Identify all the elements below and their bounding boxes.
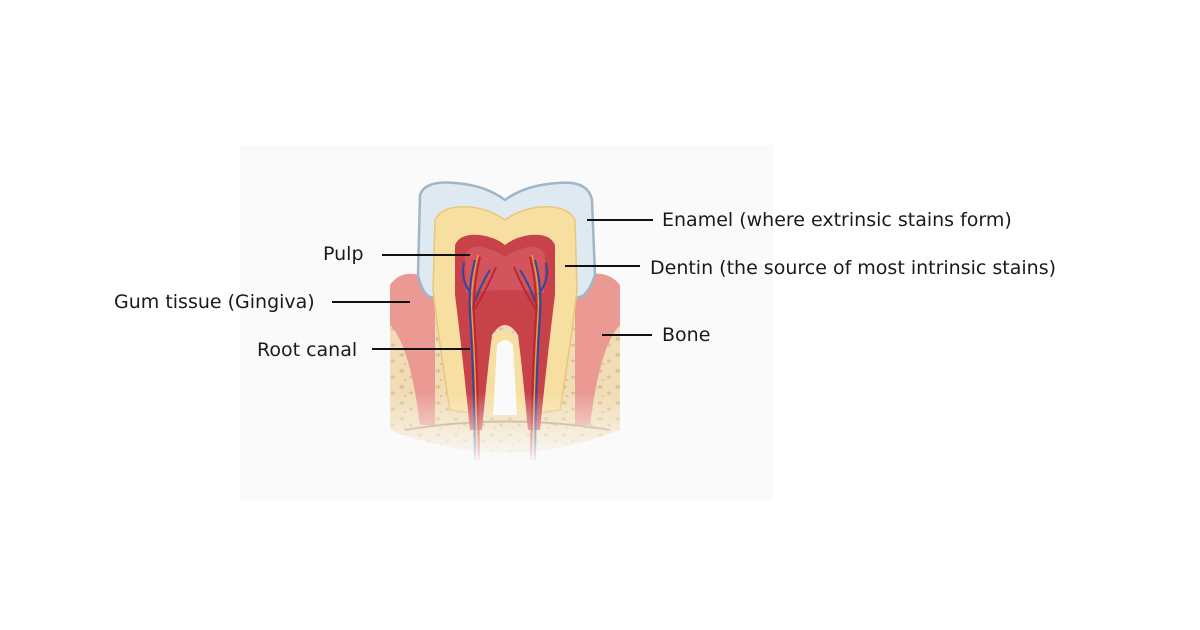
gum-tissue-label: Gum tissue (Gingiva) <box>114 291 315 313</box>
enamel-label: Enamel (where extrinsic stains form) <box>662 209 1012 231</box>
dentin-label: Dentin (the source of most intrinsic sta… <box>650 257 1057 279</box>
pulp-label: Pulp <box>323 243 364 265</box>
pulp-leader-line <box>382 254 470 256</box>
dentin-leader-line <box>565 265 640 267</box>
root-canal-label: Root canal <box>257 339 358 361</box>
tooth-cross-section-illustration <box>380 175 630 465</box>
root-canal-leader-line <box>372 348 470 350</box>
bone-label: Bone <box>662 324 711 346</box>
enamel-leader-line <box>587 219 653 221</box>
bone-leader-line <box>602 334 652 336</box>
gum-leader-line <box>332 301 410 303</box>
